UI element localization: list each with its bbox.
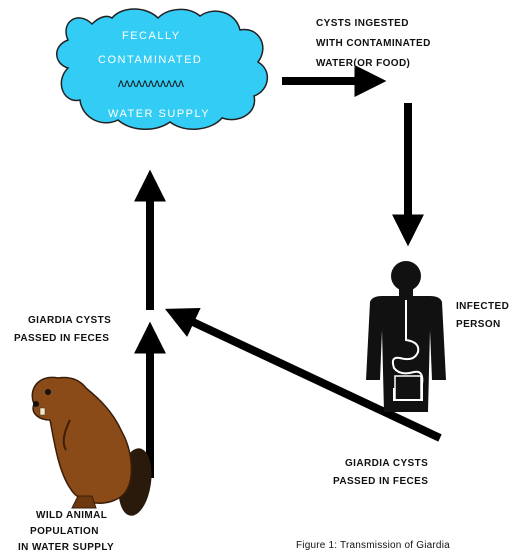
giardia-cysts-left-line2: PASSED IN FECES (14, 333, 110, 344)
cysts-ingested-line1: CYSTS INGESTED (316, 18, 409, 29)
figure-caption: Figure 1: Transmission of Giardia (296, 540, 450, 551)
cysts-ingested-line3: WATER(OR FOOD) (316, 58, 411, 69)
wild-animal-line1: WILD ANIMAL (36, 510, 108, 521)
arrow-from-person-feces (164, 307, 442, 442)
wild-animal-line3: IN WATER SUPPLY (18, 542, 115, 553)
cysts-ingested-line2: WITH CONTAMINATED (316, 38, 431, 49)
water-supply-line3: WATER SUPPLY (108, 108, 211, 120)
wild-animal-line2: POPULATION (30, 526, 99, 537)
giardia-cysts-left-line1: GIARDIA CYSTS (28, 315, 112, 326)
giardia-cysts-right-line1: GIARDIA CYSTS (345, 458, 429, 469)
infected-person-line2: PERSON (456, 319, 501, 330)
water-supply-line2: CONTAMINATED (98, 54, 203, 66)
infected-person-line1: INFECTED (456, 301, 510, 312)
beaver-icon (31, 376, 152, 516)
giardia-cysts-right-line2: PASSED IN FECES (333, 476, 429, 487)
person-silhouette-icon (366, 261, 446, 412)
water-waves: ᴧᴧᴧᴧᴧᴧᴧᴧᴧᴧᴧ (118, 76, 184, 90)
water-cloud-icon (56, 8, 268, 130)
water-supply-line1: FECALLY (122, 30, 181, 42)
